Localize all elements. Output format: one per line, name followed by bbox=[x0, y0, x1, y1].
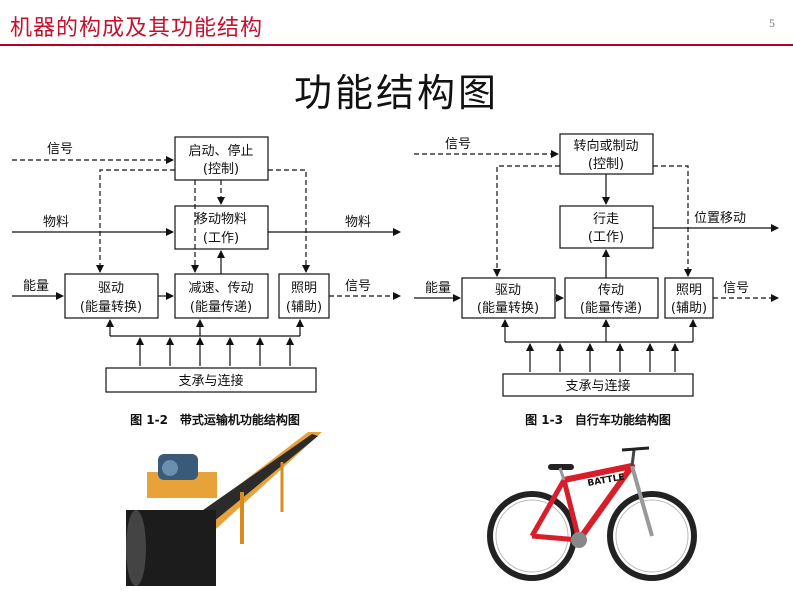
conveyor-belt-photo bbox=[126, 432, 322, 586]
bicycle-photo: BATTLE bbox=[487, 446, 697, 581]
right-signal-out-label: 信号 bbox=[723, 281, 749, 296]
left-support-box bbox=[105, 367, 317, 393]
saddle bbox=[548, 464, 574, 470]
right-trans-line2: (能量传递) bbox=[580, 301, 642, 316]
page-number: 5 bbox=[769, 16, 775, 30]
slide-title: 机器的构成及其功能结构 bbox=[10, 16, 264, 41]
bike-frame-rear bbox=[529, 477, 582, 543]
right-light-line2: (辅助) bbox=[671, 301, 707, 316]
front-wheel bbox=[607, 491, 697, 581]
left-energy-label: 能量 bbox=[23, 279, 49, 294]
diagram-right-text: 转向或制动 (控制) 行走 (工作) 驱动 (能量转换) 传动 (能量传递) 照… bbox=[425, 137, 749, 427]
right-work-line2: (工作) bbox=[588, 230, 624, 245]
left-control-line1: 启动、停止 bbox=[188, 143, 253, 159]
right-drive-line2: (能量转换) bbox=[477, 301, 539, 316]
right-support-label: 支承与连接 bbox=[565, 378, 630, 394]
left-caption: 图 1-2 带式运输机功能结构图 bbox=[130, 412, 300, 427]
left-work-box bbox=[174, 205, 269, 250]
chainring bbox=[571, 532, 587, 548]
diagram-left-text: 启动、停止 (控制) 移动物料 (工作) 驱动 (能量转换) 减速、传动 (能量… bbox=[23, 142, 371, 427]
right-caption: 图 1-3 自行车功能结构图 bbox=[525, 412, 671, 427]
left-signal-in-label: 信号 bbox=[47, 142, 73, 157]
diagram-right bbox=[414, 133, 779, 397]
left-material-in-label: 物料 bbox=[43, 215, 69, 230]
main-heading: 功能结构图 bbox=[293, 71, 499, 115]
right-energy-label: 能量 bbox=[425, 281, 451, 296]
left-support-label: 支承与连接 bbox=[178, 373, 243, 389]
right-work-line1: 行走 bbox=[593, 212, 619, 227]
left-control-line2: (控制) bbox=[203, 162, 239, 177]
left-drive-line1: 驱动 bbox=[98, 281, 124, 296]
header-rule bbox=[0, 44, 793, 46]
right-support-box bbox=[502, 373, 694, 397]
right-transmission-box bbox=[564, 277, 659, 319]
right-control-line1: 转向或制动 bbox=[573, 138, 638, 154]
left-light-line1: 照明 bbox=[291, 281, 317, 296]
left-drive-line2: (能量转换) bbox=[80, 300, 142, 315]
right-light-line1: 照明 bbox=[676, 283, 702, 298]
right-control-line2: (控制) bbox=[588, 157, 624, 172]
left-trans-line2: (能量传递) bbox=[190, 300, 252, 315]
right-output-label: 位置移动 bbox=[694, 211, 746, 226]
left-work-line1: 移动物料 bbox=[195, 212, 247, 227]
right-drive-line1: 驱动 bbox=[495, 283, 521, 298]
right-signal-in-label: 信号 bbox=[445, 137, 471, 152]
left-trans-line1: 减速、传动 bbox=[188, 281, 253, 296]
right-work-box bbox=[559, 205, 654, 249]
right-trans-line1: 传动 bbox=[598, 283, 624, 298]
left-light-line2: (辅助) bbox=[286, 300, 322, 315]
diagram-left bbox=[12, 136, 401, 393]
left-material-out-label: 物料 bbox=[345, 215, 371, 230]
left-work-line2: (工作) bbox=[203, 231, 239, 246]
left-signal-out-label: 信号 bbox=[345, 279, 371, 294]
